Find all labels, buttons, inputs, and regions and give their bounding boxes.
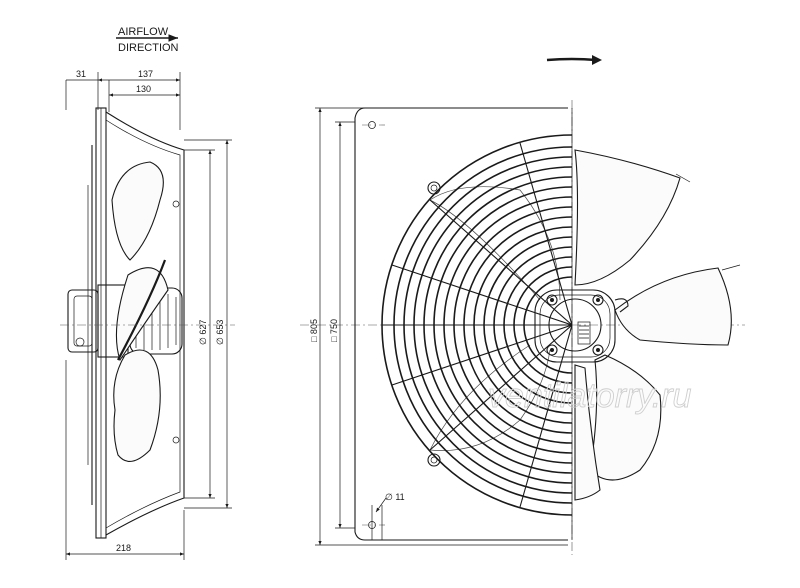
- airflow-label-line1: AIRFLOW: [118, 26, 169, 38]
- rotation-arrow-icon: [546, 57, 597, 62]
- dim-diameter-627: ∅ 627: [198, 320, 208, 345]
- dim-hole-11: ∅ 11: [385, 492, 405, 502]
- fan-impeller: [574, 149, 741, 501]
- dim-31: 31: [76, 69, 86, 79]
- dim-218: 218: [116, 543, 131, 553]
- dim-130: 130: [136, 84, 151, 94]
- dim-square-805: □ 805: [309, 319, 319, 342]
- airflow-label-line2: DIRECTION: [118, 42, 179, 54]
- rotation-arrow-head: [592, 55, 602, 65]
- motor-hub: [534, 289, 629, 363]
- side-view: 31 137 130 ∅ 627 ∅ 653: [60, 69, 235, 560]
- dim-diameter-653: ∅ 653: [215, 320, 225, 345]
- front-view: □ 805 □ 750 ∅ 11: [300, 100, 745, 555]
- dim-137: 137: [138, 69, 153, 79]
- airflow-direction-label: AIRFLOW DIRECTION: [116, 26, 179, 54]
- dim-square-750: □ 750: [329, 319, 339, 342]
- watermark: ventilatorry.ru: [488, 377, 692, 415]
